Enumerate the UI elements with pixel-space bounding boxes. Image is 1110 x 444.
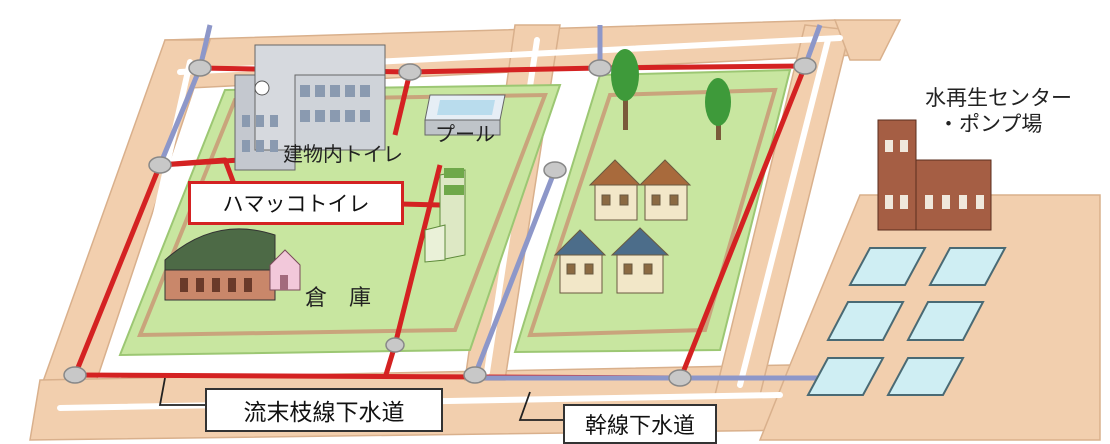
- greenhouse: [164, 228, 276, 301]
- trees: [611, 49, 731, 140]
- water-reclamation-center: [877, 119, 992, 231]
- warehouse-label: 倉 庫: [305, 286, 372, 311]
- pool: [424, 94, 506, 136]
- water-center-label-line1: 水再生センター: [925, 86, 1072, 110]
- manholes: [63, 57, 817, 387]
- building-toilet-label: 建物内トイレ: [283, 142, 403, 166]
- houses: [553, 159, 692, 294]
- trunk-sewer-callout: 幹線下水道: [563, 404, 717, 444]
- branch-sewer-callout: 流末枝線下水道: [205, 388, 443, 432]
- callout-leaders: [158, 377, 565, 421]
- treatment-tanks: [806, 247, 1007, 396]
- pool-label: プール: [435, 122, 495, 146]
- warehouse-shed: [269, 249, 301, 291]
- hamakko-toilet-building: [424, 168, 466, 263]
- school-building: [234, 44, 386, 171]
- hamakko-toilet-callout: ハマッコトイレ: [188, 181, 404, 225]
- water-center-label-line2: ・ポンプ場: [938, 112, 1043, 136]
